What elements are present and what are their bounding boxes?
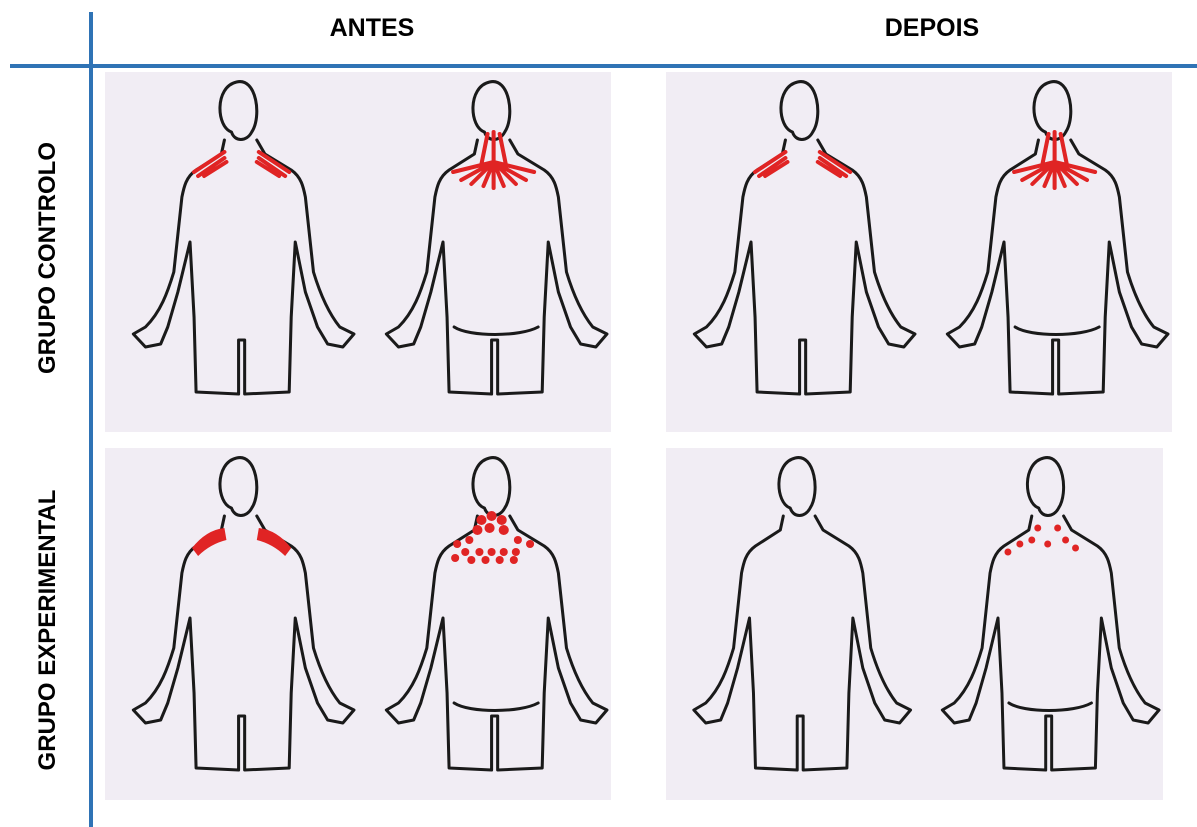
column-header-after: DEPOIS (782, 14, 1082, 43)
front-body-figure (133, 458, 354, 770)
front-pain-area (192, 528, 291, 556)
front-body-figure (694, 458, 911, 770)
front-pain-area (194, 152, 289, 176)
vertical-divider (89, 12, 93, 827)
horizontal-divider (10, 64, 1197, 68)
row-header-control: GRUPO CONTROLO (34, 142, 62, 374)
column-header-before: ANTES (222, 14, 522, 43)
panel-control-before (105, 72, 611, 432)
panel-control-after (666, 72, 1172, 432)
row-header-experimental: GRUPO EXPERIMENTAL (34, 490, 62, 771)
back-body-figure (386, 82, 607, 394)
front-pain-area (755, 152, 850, 176)
back-body-figure (947, 82, 1168, 394)
front-body-figure (133, 82, 354, 394)
panel-experimental-after (666, 448, 1163, 800)
panel-experimental-before (105, 448, 611, 800)
front-body-figure (694, 82, 915, 394)
back-body-figure (386, 458, 607, 770)
back-body-figure (942, 458, 1159, 770)
